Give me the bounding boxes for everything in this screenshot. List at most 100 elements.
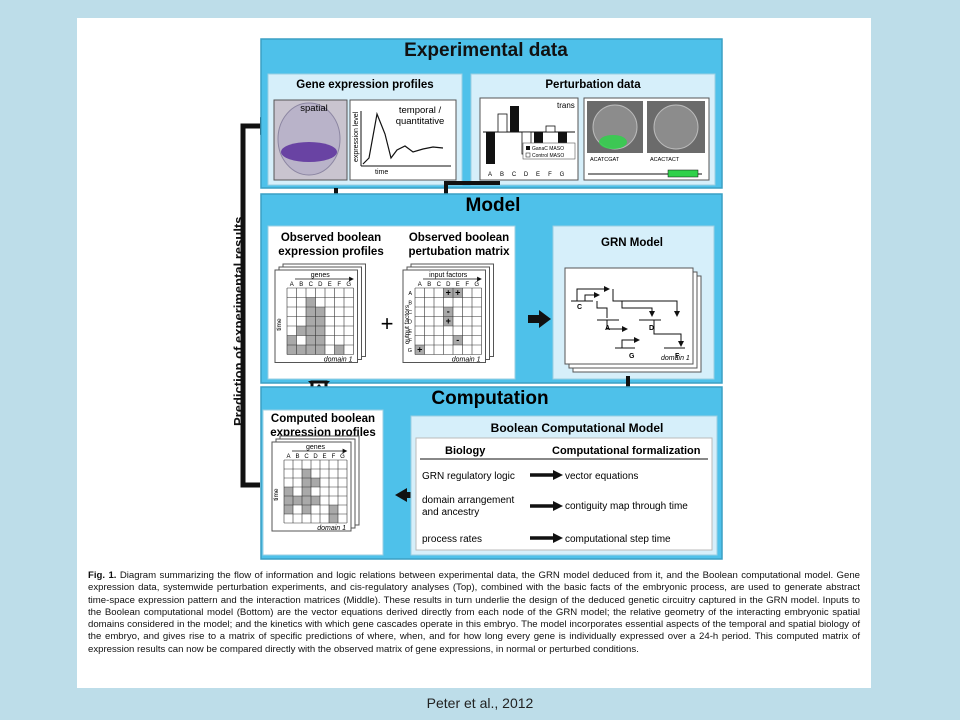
temporal-y-axis-label: expression level <box>353 111 360 162</box>
matrix-col-label: F <box>332 454 336 460</box>
matrix-cell-on <box>443 307 453 317</box>
arrow-boolean-to-computed <box>395 488 419 502</box>
matrix-row-label: D <box>408 320 412 326</box>
matrix-cell-on <box>306 335 316 345</box>
trans-category-label: D <box>524 172 529 178</box>
plus-sign: + <box>381 311 394 336</box>
row-formal: computational step time <box>565 534 671 545</box>
matrix-cell-on <box>302 487 311 496</box>
matrix-cell-on <box>302 496 311 505</box>
row-biology: domain arrangement <box>422 495 514 506</box>
matrix-top-label: genes <box>306 444 326 451</box>
matrix-cell-on <box>302 478 311 487</box>
matrix-domain-label: domain 1 <box>317 525 346 532</box>
trans-bar <box>534 132 543 146</box>
matrix-cell-on <box>443 316 453 326</box>
caption-text: Diagram summarizing the flow of informat… <box>88 570 861 655</box>
matrix-row-label: G <box>408 348 412 354</box>
matrix-col-label: F <box>337 282 341 288</box>
boolean-model-title: Boolean Computational Model <box>491 421 664 435</box>
computed-title-1: Computed boolean <box>271 413 375 425</box>
trans-label: trans <box>557 101 575 110</box>
computation-title: Computation <box>431 388 548 409</box>
matrix-row-label: B <box>408 301 412 307</box>
matrix-col-label: D <box>318 282 323 288</box>
col-biology: Biology <box>445 445 486 457</box>
matrix-col-label: B <box>427 282 431 288</box>
trans-bar <box>486 132 495 164</box>
legend-control: Control MASO <box>532 153 564 159</box>
trans-bar <box>510 106 519 132</box>
matrix-cell-on <box>453 288 463 298</box>
row-biology: process rates <box>422 534 482 545</box>
matrix-cell-on <box>284 496 293 505</box>
matrix-col-label: C <box>304 454 309 460</box>
matrix-col-label: G <box>346 282 351 288</box>
matrix-cell-on <box>302 505 311 514</box>
matrix-cell-on <box>306 326 316 336</box>
row-biology: GRN regulatory logic <box>422 471 515 482</box>
model-title: Model <box>466 195 521 216</box>
matrix-col-label: C <box>437 282 442 288</box>
grn-domain-label: domain 1 <box>661 355 690 362</box>
matrix-cell-on <box>306 307 316 317</box>
figure-caption: Fig. 1. Diagram summarizing the flow of … <box>88 570 860 656</box>
grn-node-label: A <box>605 325 610 332</box>
experimental-title: Experimental data <box>404 40 568 61</box>
cis-seq-right: ACACTACT <box>650 157 680 163</box>
temporal-curve <box>362 111 444 165</box>
matrix-cell-mark: + <box>446 316 451 326</box>
legend-ganac: GanaC MASO <box>532 146 564 152</box>
matrix-cell-on <box>315 345 325 355</box>
trans-category-label: E <box>536 172 540 178</box>
spatial-label: spatial <box>300 103 327 114</box>
matrix-row-label: A <box>408 291 412 297</box>
matrix-col-label: E <box>328 282 332 288</box>
matrix-cell-on <box>293 496 302 505</box>
matrix-col-label: G <box>340 454 345 460</box>
matrix-col-label: A <box>290 282 294 288</box>
matrix-cell-on <box>306 316 316 326</box>
matrix-cell-on <box>415 345 425 355</box>
trans-bar <box>497 113 508 133</box>
arrow-to-grn <box>528 310 551 328</box>
cis-embryo-right <box>653 104 699 150</box>
trans-bar <box>545 125 556 133</box>
matrix-col-label: C <box>309 282 314 288</box>
cis-gfp-signal <box>599 135 627 149</box>
matrix-col-label: A <box>418 282 422 288</box>
workflow-diagram: Prediction of experimental results Exper… <box>231 38 723 560</box>
citation: Peter et al., 2012 <box>426 695 534 711</box>
matrix-cell-on <box>315 316 325 326</box>
matrix-row-label: E <box>408 329 412 335</box>
trans-category-label: C <box>512 172 517 178</box>
trans-legend-box <box>522 142 576 160</box>
matrix-side-label: time <box>273 488 280 501</box>
matrix-cell-on <box>306 297 316 307</box>
matrix-col-label: B <box>295 454 299 460</box>
col-computational: Computational formalization <box>552 445 701 457</box>
matrix-cell-on <box>453 335 463 345</box>
matrix-cell-on <box>315 326 325 336</box>
cis-seq-left: ACATCGAT <box>590 157 620 163</box>
matrix-cell-on <box>329 505 338 514</box>
trans-bar <box>558 132 567 150</box>
matrix-cell-on <box>296 345 306 355</box>
matrix-row-label: C <box>408 310 412 316</box>
matrix-cell-on <box>306 345 316 355</box>
temporal-plot-frame <box>349 99 457 181</box>
trans-category-label: A <box>488 172 492 178</box>
matrix-cell-on <box>315 335 325 345</box>
matrix-domain-label: domain 1 <box>452 357 481 364</box>
temporal-label: temporal / <box>399 105 442 116</box>
matrix-side-label: time <box>276 318 283 331</box>
boolean-model-table <box>415 437 713 551</box>
row-biology-cont: and ancestry <box>422 507 479 518</box>
embryo-expression-band <box>281 142 337 162</box>
matrix-col-label: B <box>299 282 303 288</box>
